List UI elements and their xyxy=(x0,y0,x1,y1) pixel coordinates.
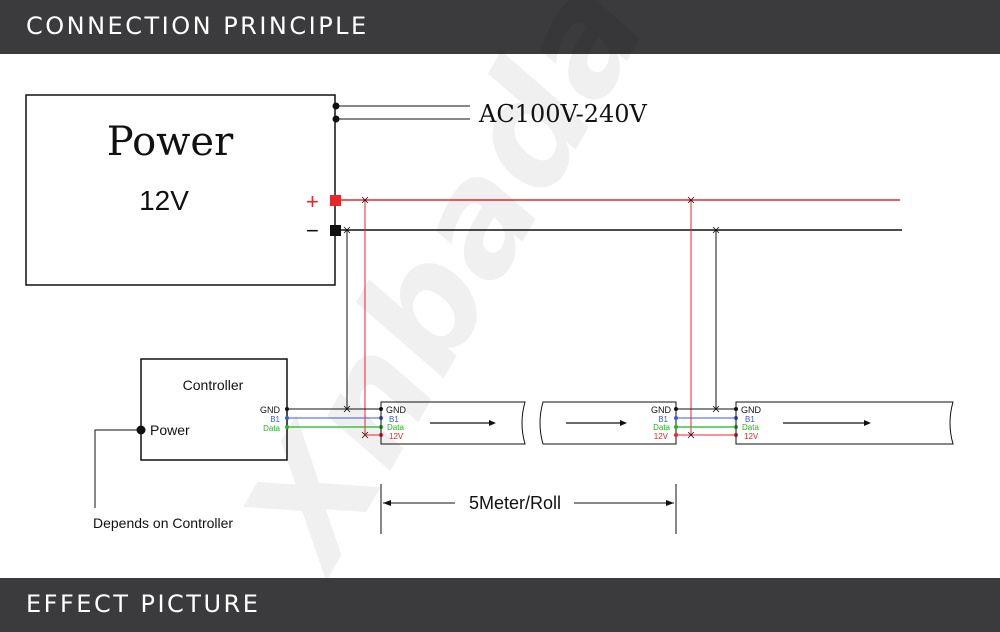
strip3-arrowhead xyxy=(864,420,871,426)
dimension-arrow-left xyxy=(383,500,391,506)
top-banner: CONNECTION PRINCIPLE xyxy=(0,0,1000,54)
minus-sign: − xyxy=(306,218,319,243)
positive-terminal xyxy=(330,195,341,206)
watermark: Xnbada xyxy=(206,0,681,600)
controller-title: Controller xyxy=(183,377,244,393)
led-strip-segment-3 xyxy=(735,401,954,445)
depends-label: Depends on Controller xyxy=(93,515,233,531)
controller-power-lead xyxy=(94,429,141,508)
power-title: Power xyxy=(107,119,234,165)
bottom-banner: EFFECT PICTURE xyxy=(0,578,1000,632)
ctrl-pin-b1: B1 xyxy=(270,415,280,424)
led-strip-segment-1 xyxy=(380,401,526,445)
strip3-pin-data: Data xyxy=(742,423,759,432)
ac-terminal-1 xyxy=(332,102,340,110)
strip1-arrowhead xyxy=(489,420,496,426)
controller-power-label: Power xyxy=(150,422,190,438)
plus-sign: + xyxy=(306,189,319,214)
led-strip-segment-2 xyxy=(539,401,677,445)
ac-label: AC100V-240V xyxy=(478,100,648,128)
strip2-arrowhead xyxy=(620,420,627,426)
ctrl-pin-data: Data xyxy=(263,424,280,433)
strip3-pin-b1: B1 xyxy=(745,415,755,424)
power-supply-box xyxy=(25,94,336,286)
ac-terminal-2 xyxy=(332,115,340,123)
strip1-pin-b1: B1 xyxy=(389,415,399,424)
strip2-pin-data: Data xyxy=(653,423,670,432)
section-title: EFFECT PICTURE xyxy=(26,590,261,618)
dimension-arrow-right xyxy=(666,500,674,506)
strip3-pin-gnd: GND xyxy=(741,405,762,415)
strip1-pin-gnd: GND xyxy=(386,405,407,415)
strip1-pin-data: Data xyxy=(387,423,404,432)
power-voltage: 12V xyxy=(139,185,189,216)
strip2-pin-b1: B1 xyxy=(658,415,668,424)
strip2-pin-12v: 12V xyxy=(654,432,669,441)
strip2-pin-gnd: GND xyxy=(651,405,672,415)
section-title: CONNECTION PRINCIPLE xyxy=(26,12,369,40)
strip3-pin-12v: 12V xyxy=(744,432,759,441)
ctrl-pin-gnd: GND xyxy=(260,405,281,415)
length-label: 5Meter/Roll xyxy=(469,493,561,513)
negative-terminal xyxy=(330,225,341,236)
strip1-pin-12v: 12V xyxy=(389,432,404,441)
